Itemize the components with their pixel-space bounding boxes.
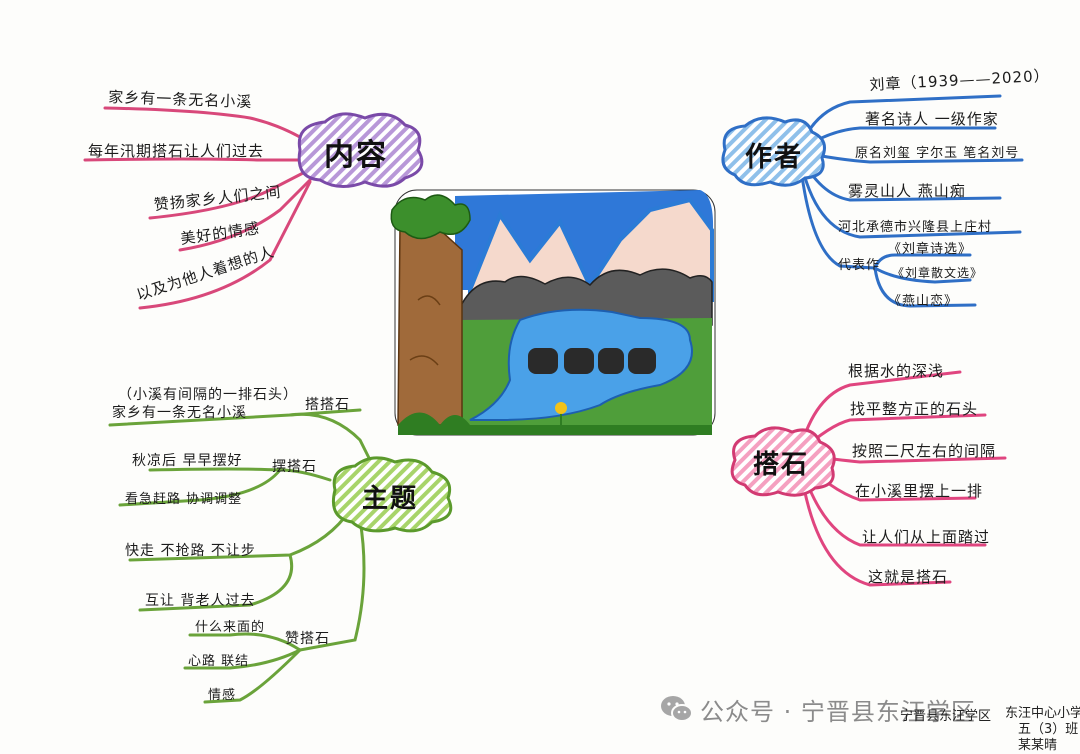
stones-item-5: 让人们从上面踏过 — [862, 528, 991, 546]
theme-sub-4-item-1: 什么来面的 — [195, 620, 266, 635]
content-item-2: 每年汛期搭石让人们过去 — [88, 142, 265, 160]
signature-line-4: 某某晴 — [1018, 738, 1058, 753]
theme-top-item-1: （小溪有间隔的一排石头） — [118, 387, 298, 403]
theme-title: 主题 — [362, 484, 419, 514]
theme-sub-4-label: 赞搭石 — [285, 631, 330, 647]
author-work-2: 《刘章散文选》 — [892, 266, 984, 280]
stones-item-6: 这就是搭石 — [868, 568, 949, 586]
theme-sub-2-label: 摆搭石 — [272, 459, 317, 475]
author-work-3: 《燕山恋》 — [888, 294, 959, 309]
author-item-5: 河北承德市兴隆县上庄村 — [838, 220, 993, 235]
theme-sub-3-item-2: 互让 背老人过去 — [145, 593, 256, 609]
author-cloud — [721, 116, 826, 187]
signature-line-1: 宁晋县东汪学区 — [900, 709, 992, 724]
author-item-4: 雾灵山人 燕山痴 — [848, 182, 966, 200]
theme-sub-4-item-2: 心路 联结 — [188, 654, 250, 669]
theme-sub-4-item-3: 情感 — [208, 688, 237, 703]
author-works-label: 代表作 — [838, 258, 881, 273]
author-item-3: 原名刘玺 字尔玉 笔名刘号 — [855, 146, 1020, 161]
content-branch — [83, 106, 312, 310]
stones-item-4: 在小溪里摆上一排 — [855, 482, 984, 500]
stones-cloud — [730, 426, 836, 497]
author-work-1: 《刘章诗选》 — [888, 242, 973, 257]
author-title: 作者 — [745, 142, 803, 173]
theme-sub-1-label: 搭搭石 — [305, 397, 350, 413]
theme-sub-2-item-1: 秋凉后 早早摆好 — [132, 453, 243, 469]
theme-top-item-2: 家乡有一条无名小溪 — [112, 405, 247, 421]
author-item-2: 著名诗人 一级作家 — [865, 110, 999, 128]
stones-title: 搭石 — [753, 450, 810, 480]
content-title: 内容 — [324, 138, 388, 173]
wechat-icon — [661, 696, 693, 722]
stones-item-2: 找平整方正的石头 — [850, 400, 979, 418]
signature-line-3: 五（3）班 — [1018, 722, 1079, 737]
theme-cloud — [331, 456, 453, 533]
theme-sub-3-item-1: 快走 不抢路 不让步 — [125, 543, 256, 559]
content-cloud — [297, 112, 424, 188]
center-illustration — [390, 189, 716, 436]
signature-line-2: 东汪中心小学 — [1005, 706, 1080, 721]
theme-sub-2-item-2: 看急赶路 协调调整 — [125, 492, 243, 507]
stones-item-3: 按照二尺左右的间隔 — [852, 442, 997, 460]
watermark-text: 公众号 · 宁晋县东汪学区 — [700, 698, 976, 726]
stones-item-1: 根据水的深浅 — [848, 362, 945, 380]
theme-branch — [108, 408, 382, 704]
